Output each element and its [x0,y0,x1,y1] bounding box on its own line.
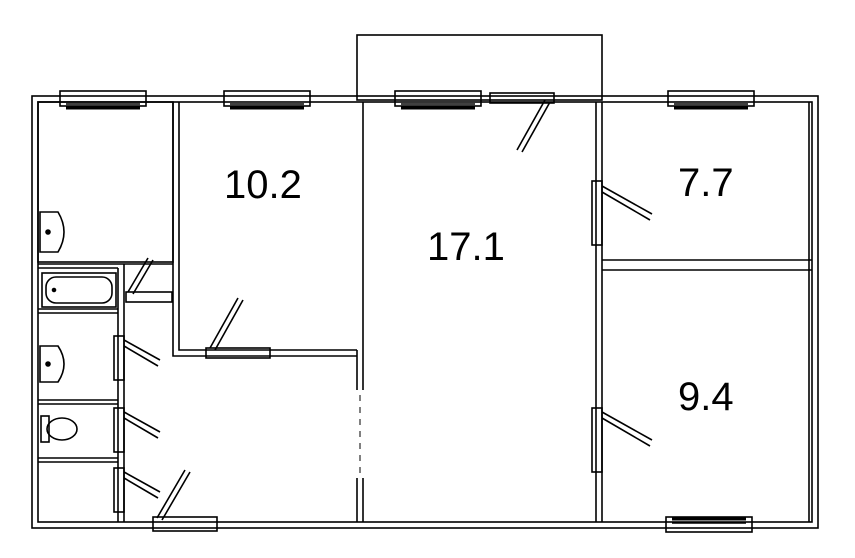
room-area-label: 9.4 [678,375,734,419]
room-area-label: 7.7 [678,161,734,205]
doors [113,92,653,532]
room-area-label: 10.2 [224,163,302,207]
window [665,516,753,533]
room-area-label: 17.1 [427,225,505,269]
door [113,407,161,453]
door [591,180,653,246]
door [113,335,161,381]
door [125,257,173,303]
door [152,469,218,532]
door [205,297,271,359]
window [667,90,755,110]
washbasin-icon [39,211,65,253]
window [59,90,147,110]
window [394,90,482,110]
outer-walls [31,95,819,529]
interior-walls [37,101,812,522]
door [113,467,161,513]
balcony [356,34,603,101]
bathtub-icon [41,272,117,308]
door [489,92,555,153]
door [591,407,653,473]
toilet-icon [40,415,78,443]
window [223,90,311,110]
windows [59,90,755,533]
washbasin-icon [39,345,65,383]
